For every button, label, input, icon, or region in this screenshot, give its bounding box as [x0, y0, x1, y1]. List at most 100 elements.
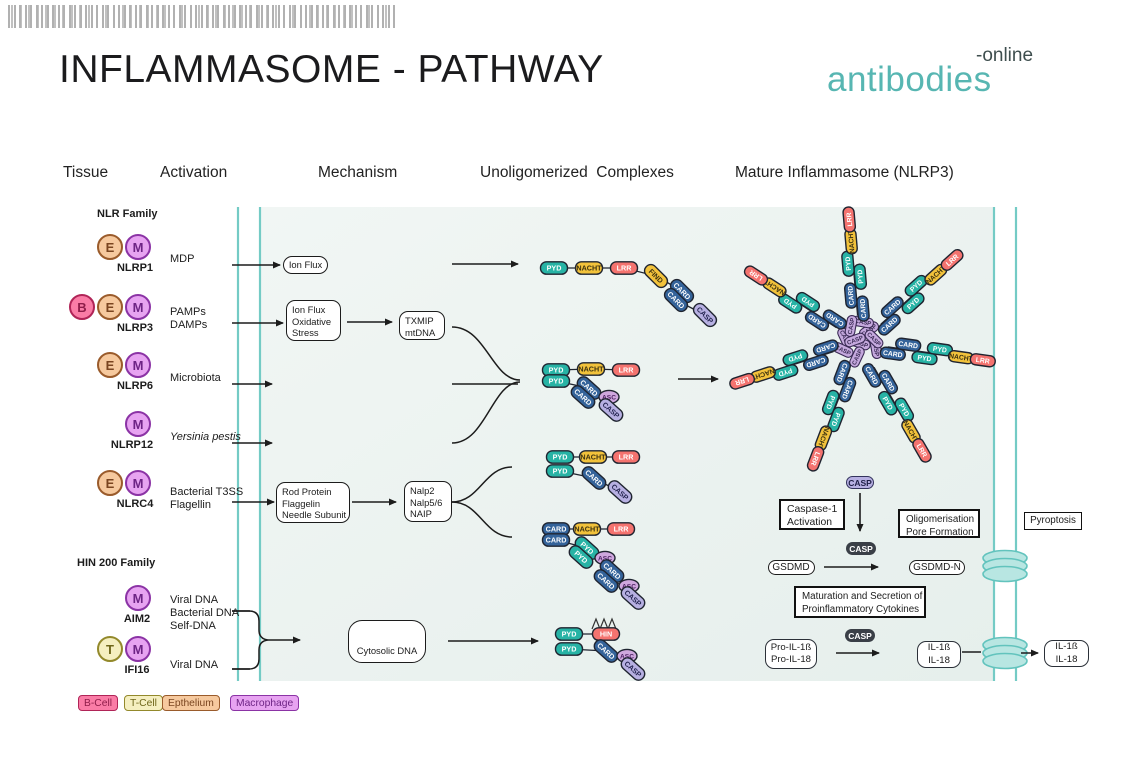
- domain-pill-label: LRR: [614, 525, 630, 534]
- domain-pill-nacht: NACHT: [572, 522, 602, 536]
- domain-pill-card: CARD: [838, 376, 857, 403]
- domain-pill-label: PYD: [845, 256, 853, 271]
- column-header-mature: Mature Inflammasome (NLRP3): [735, 164, 954, 181]
- box-line: Caspase-1: [787, 504, 838, 515]
- legend-chip-b-cell: B-Cell: [78, 695, 119, 711]
- cytokine-line: Pro-IL-1ß: [770, 641, 812, 653]
- domain-pill-card: CARD: [541, 533, 571, 547]
- activation-line: Flagellin: [170, 499, 211, 511]
- receptor-name-nlrp1: NLRP1: [116, 262, 154, 274]
- domain-pill-lrr: LRR: [842, 206, 857, 233]
- domain-pill-label: NACHT: [847, 228, 856, 253]
- cytokine-line: IL-1ß: [1055, 641, 1078, 653]
- domain-pill-lrr: LRR: [969, 353, 996, 368]
- domain-pill-label: PYD: [549, 377, 564, 386]
- cytokine-line: IL-1ß: [927, 642, 951, 654]
- column-header-mechanism: Mechanism: [318, 164, 398, 181]
- activation-line: MDP: [170, 253, 195, 265]
- domain-pill-nacht: NACHT: [576, 362, 606, 376]
- domain-pill-label: HIN: [600, 630, 612, 639]
- domain-pill-pyd: PYD: [554, 627, 584, 641]
- domain-pill-label: LRR: [617, 264, 633, 273]
- domain-pill-label: PYD: [562, 630, 577, 639]
- domain-pill-pyd: PYD: [878, 390, 898, 416]
- domain-pill-label: LRR: [846, 212, 854, 227]
- box-line: Activation: [787, 516, 833, 528]
- column-header-tissue: Tissue: [63, 164, 109, 181]
- domain-pill-label: PYD: [547, 264, 562, 273]
- tissue-circle-b: B: [69, 294, 95, 320]
- connector-curve: [451, 326, 521, 381]
- domain-pill-pyd: PYD: [545, 450, 575, 464]
- box-line: Pore Formation: [906, 526, 974, 538]
- tissue-circle-t: T: [97, 636, 123, 662]
- domain-pill-label: PYD: [824, 394, 836, 410]
- domain-pill-pyd: PYD: [539, 261, 569, 275]
- domain-pill-lrr: LRR: [940, 249, 964, 271]
- mechanism-box-line: NAIP: [410, 508, 432, 520]
- activation-line: Yersinia pestis: [170, 431, 241, 443]
- mechanism-box-line: Ion Flux: [288, 259, 323, 271]
- column-header-activation: Activation: [160, 164, 228, 181]
- receptor-name-nlrp6: NLRP6: [116, 380, 154, 392]
- tissue-circle-e: E: [97, 234, 123, 260]
- receptor-name-nlrp12: NLRP12: [110, 439, 154, 451]
- dna-squiggle-icon: [591, 617, 617, 631]
- mechanism-box-line: Rod Protein: [282, 486, 332, 497]
- domain-pill-label: NACHT: [949, 353, 974, 363]
- connector-curve: [451, 501, 513, 538]
- legend-chip-epthelium: Epthelium: [162, 695, 220, 711]
- tissue-circle-m: M: [125, 470, 151, 496]
- connector-curve: [451, 466, 513, 503]
- domain-pill-lrr: LRR: [729, 372, 756, 390]
- domain-pill-lrr: LRR: [912, 438, 932, 463]
- receptor-name-nlrp3: NLRP3: [116, 322, 154, 334]
- domain-pill-label: PYD: [829, 411, 841, 427]
- domain-pill-label: ASC: [598, 555, 612, 562]
- connector-curve: [451, 381, 521, 444]
- domain-pill-card: CARD: [895, 337, 922, 352]
- legend-chip-macrophage: Macrophage: [230, 695, 300, 711]
- domain-pill-pyd: PYD: [782, 349, 809, 367]
- pill-gsdmd-n: GSDMD-N: [909, 559, 965, 575]
- activation-line: Self-DNA: [170, 620, 216, 632]
- domain-pill-label: NACHT: [576, 264, 602, 273]
- domain-pill-label: ASC: [620, 653, 634, 660]
- activation-line: DAMPs: [170, 319, 208, 331]
- domain-pill-card: CARD: [802, 354, 829, 372]
- activation-line: Viral DNA: [170, 594, 219, 606]
- domain-pill-card: CARD: [879, 346, 906, 361]
- tissue-circle-m: M: [125, 585, 151, 611]
- mechanism-box-line: Cytosolic DNA: [356, 645, 418, 657]
- domain-pill-label: PYD: [787, 351, 803, 362]
- casp-dark-pill: CASP: [845, 629, 875, 642]
- domain-pill-label: CASP: [848, 317, 857, 334]
- connector-curve: [232, 610, 269, 670]
- domain-pill-lrr: LRR: [606, 522, 636, 536]
- domain-pill-label: LRR: [975, 357, 990, 366]
- tissue-circle-m: M: [125, 636, 151, 662]
- domain-pill-pyd: PYD: [901, 292, 925, 315]
- domain-pill-label: CASP: [854, 319, 871, 328]
- mechanism-box-line: mtDNA: [405, 326, 436, 338]
- tissue-circle-m: M: [125, 411, 151, 437]
- activation-label-nlrp6: Microbiota: [170, 372, 221, 385]
- brand-logo: antibodies: [827, 60, 992, 99]
- domain-pill-pyd: PYD: [554, 642, 584, 656]
- domain-pill-card: CARD: [843, 282, 858, 309]
- legend-chip-t-cell: T-Cell: [124, 695, 163, 711]
- domain-pill-label: CARD: [546, 536, 567, 545]
- domain-pill-pyd: PYD: [926, 341, 954, 357]
- domain-pill-label: NACHT: [574, 525, 600, 534]
- domain-pill-casp: CASP: [844, 332, 866, 348]
- domain-pill-pyd: PYD: [541, 374, 571, 388]
- domain-pill-label: LRR: [619, 366, 635, 375]
- box-line: Maturation and Secretion of: [802, 591, 923, 602]
- domain-pill-label: CARD: [546, 525, 567, 534]
